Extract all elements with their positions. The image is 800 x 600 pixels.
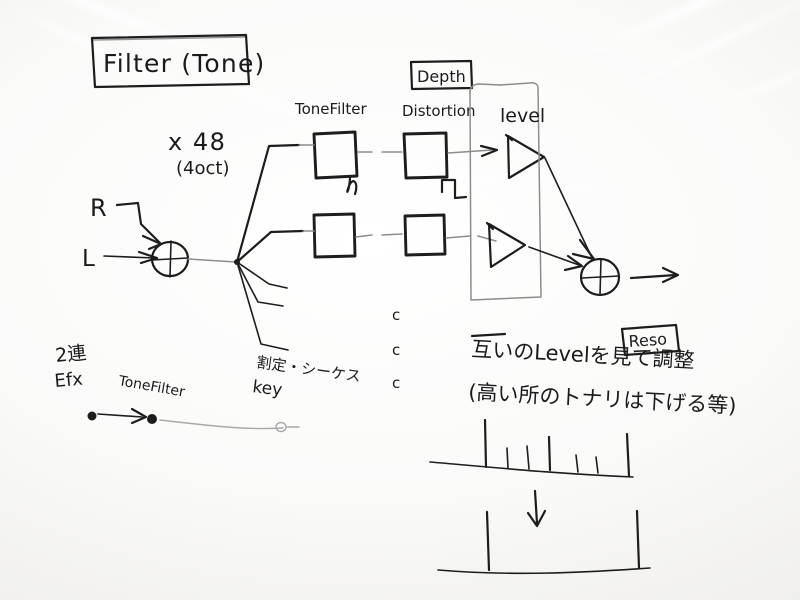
arrowhead-out-top bbox=[571, 238, 596, 261]
multiplier-label: x 48 bbox=[168, 128, 226, 156]
note-underline bbox=[470, 332, 507, 338]
efx-count-label: 2連 bbox=[54, 342, 87, 367]
spectrum-sketch-top bbox=[429, 418, 634, 478]
ellipsis-glyph-3: c bbox=[392, 374, 400, 392]
level-bracket bbox=[469, 82, 542, 301]
input-left-label: L bbox=[82, 246, 95, 272]
wire-seg-e bbox=[445, 235, 471, 239]
reso-box bbox=[620, 323, 681, 357]
spectrum-down-arrow bbox=[526, 489, 547, 528]
multiplier-sub-label: (4oct) bbox=[176, 158, 229, 179]
amplifier-triangle-top bbox=[504, 133, 546, 180]
wire-distortion-to-amp-bottom bbox=[477, 235, 497, 242]
efx-count-label-group: 2連 Efx bbox=[54, 342, 88, 392]
amplifier-triangle-bottom bbox=[485, 221, 527, 269]
ellipsis-glyph-2: c bbox=[392, 341, 400, 359]
wire-seg-d bbox=[381, 233, 403, 236]
repeat-ellipsis: c c c bbox=[392, 306, 400, 392]
fanout-junction bbox=[234, 143, 305, 351]
ellipsis-glyph-1: c bbox=[392, 306, 400, 324]
title-box bbox=[90, 33, 251, 89]
depth-label: Depth bbox=[417, 67, 466, 86]
arrowhead-out-bottom bbox=[563, 254, 584, 272]
sum-to-fanout-wire bbox=[187, 258, 237, 263]
tone-filter-box-bottom bbox=[312, 212, 357, 259]
reso-label: Reso bbox=[628, 329, 668, 351]
input-left-wire bbox=[103, 250, 159, 265]
tone-filter-box-top bbox=[312, 130, 359, 180]
wire-amp-top-to-out bbox=[544, 157, 593, 259]
arrowhead-amp-top bbox=[479, 144, 499, 158]
level-label: level bbox=[500, 105, 545, 127]
tone-filter-small-label: ToneFilter bbox=[116, 373, 186, 401]
page-title: Filter (Tone) bbox=[103, 49, 266, 78]
note-line-2: (高い所のトナリは下げる等) bbox=[468, 380, 737, 418]
distortion-box-bottom bbox=[403, 213, 447, 257]
depth-box bbox=[409, 59, 474, 91]
input-right-label: R bbox=[90, 194, 107, 222]
key-label: key bbox=[251, 377, 283, 400]
square-waveform-glyph bbox=[440, 178, 468, 200]
efx-label: Efx bbox=[54, 369, 84, 392]
output-arrow bbox=[629, 266, 680, 284]
wire-seg-c bbox=[355, 234, 373, 238]
tone-filter-label: ToneFilter bbox=[294, 100, 368, 118]
input-right-wire bbox=[115, 201, 163, 251]
spectrum-sketch-bottom bbox=[437, 509, 651, 575]
distortion-label: Distortion bbox=[402, 102, 476, 120]
efx-signal-line bbox=[87, 407, 300, 433]
input-sum-node bbox=[150, 240, 190, 278]
wire-amp-bottom-to-out bbox=[528, 246, 580, 266]
sine-waveform-glyph bbox=[346, 176, 358, 196]
output-sum-node bbox=[579, 257, 621, 297]
distortion-box-top bbox=[402, 131, 449, 180]
